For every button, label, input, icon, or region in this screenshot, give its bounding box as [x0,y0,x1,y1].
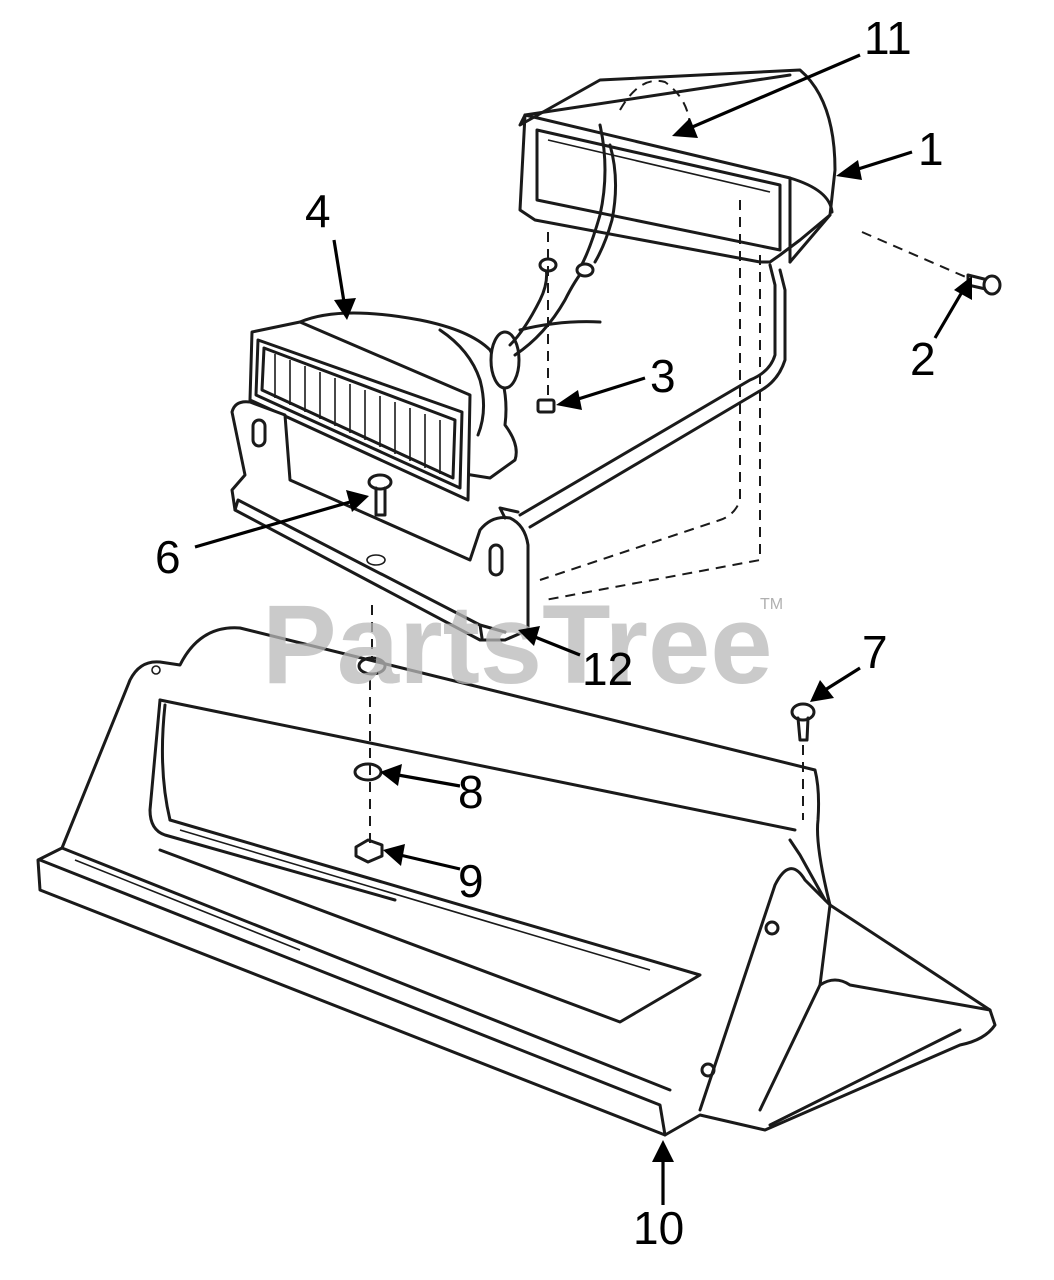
rear-housing-part [518,68,837,601]
mounting-bracket-part [230,400,530,642]
screw-part-7 [790,702,816,742]
callout-9: 9 [458,855,484,907]
callout-8: 8 [458,766,484,818]
callout-3: 3 [650,350,676,402]
watermark-text: PartsTree [262,582,773,707]
watermark-trademark: TM [760,596,783,613]
hood-base-part [36,626,997,1137]
callout-6: 6 [155,531,181,583]
callout-10: 10 [633,1202,684,1254]
callout-11: 11 [864,12,912,64]
screw-part-2 [966,273,1002,296]
nut-part-3 [536,398,556,414]
callout-2: 2 [910,333,936,385]
callout-4: 4 [305,185,331,237]
washer-part-8 [353,762,383,782]
screw-part-6 [367,473,393,517]
callout-leaders [194,53,972,1205]
headlight-assembly-part [248,123,618,502]
nut-part-9 [354,838,384,864]
callout-1: 1 [918,123,944,175]
callout-12: 12 [582,643,633,695]
callout-7: 7 [862,626,888,678]
